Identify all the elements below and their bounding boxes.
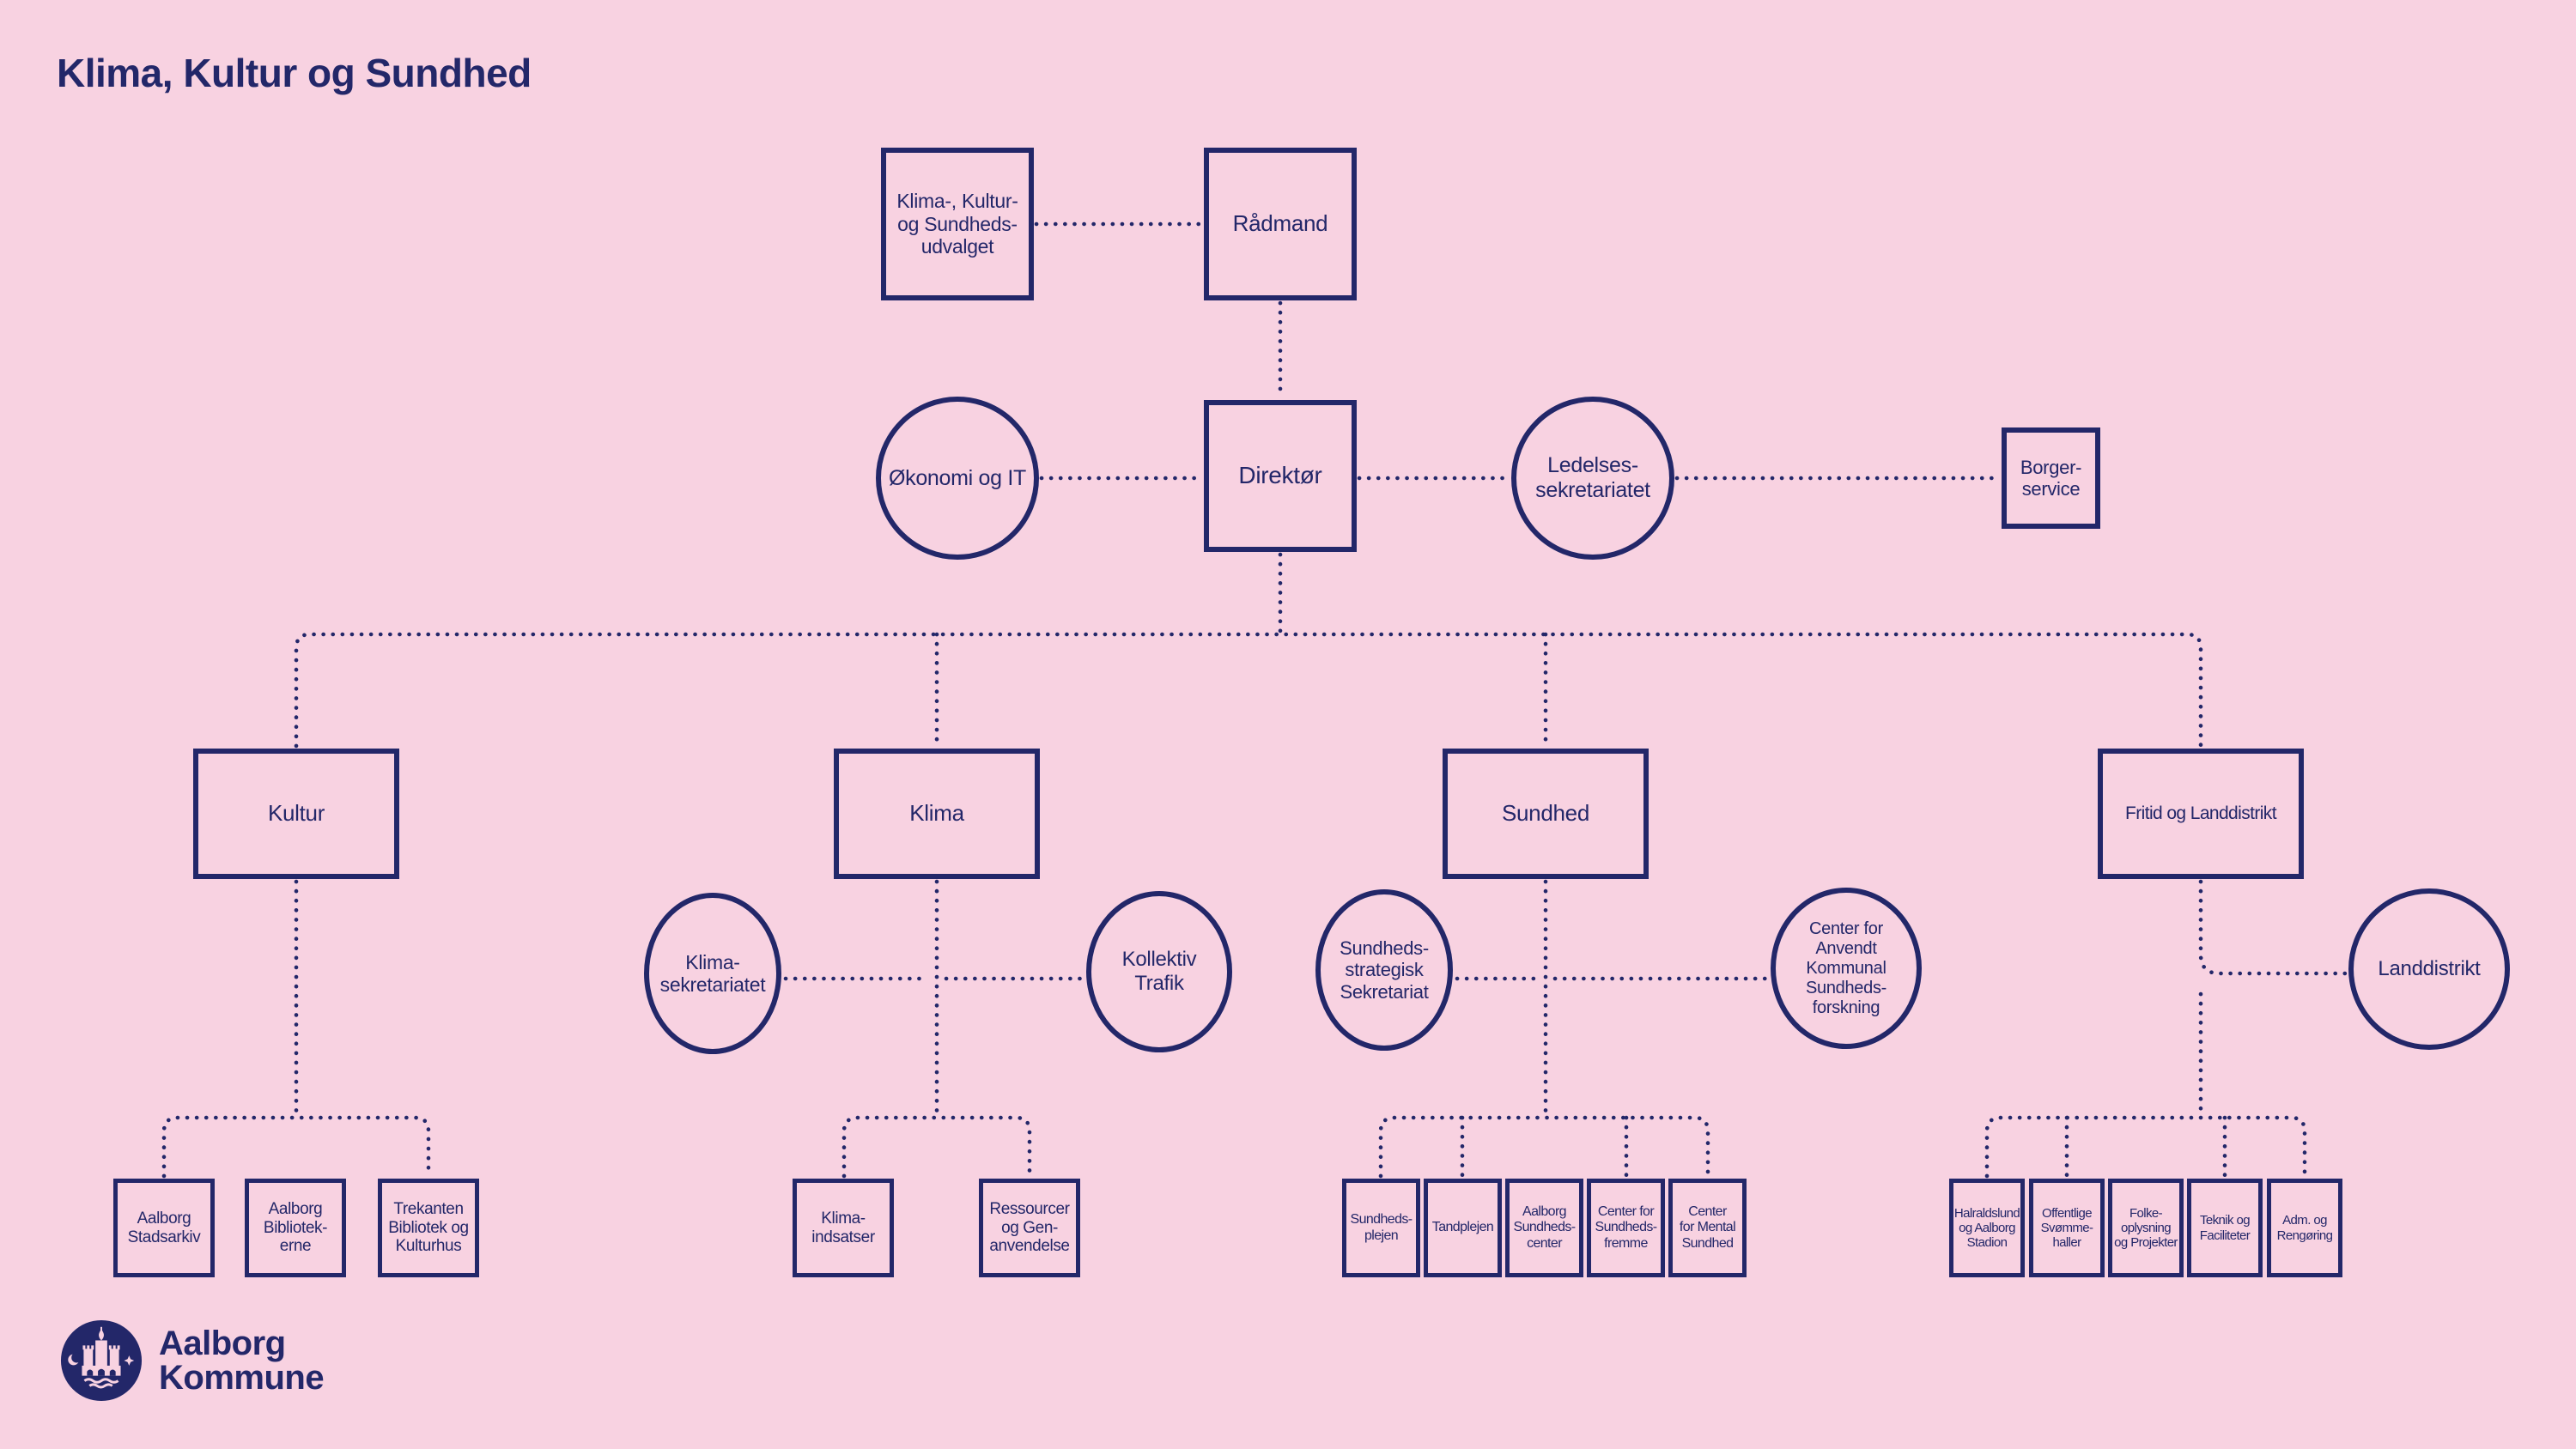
org-node-aalborg-bibliotekerne: Aalborg Bibliotek- erne [245,1179,346,1277]
org-node-sundhedsstrategisk-sekretariat: Sundheds- strategisk Sekretariat [1315,889,1453,1051]
org-node-committee: Klima-, Kultur- og Sundheds- udvalget [881,148,1034,300]
org-node-center-for-sundhedsfremme: Center for Sundheds- fremme [1587,1179,1665,1277]
org-node-aalborg-stadsarkiv: Aalborg Stadsarkiv [113,1179,215,1277]
org-node-klima: Klima [834,749,1040,879]
org-node-kollektiv-trafik: Kollektiv Trafik [1086,891,1232,1052]
connector-fritid-branch [1984,1115,2307,1179]
org-node-sundhedsplejen: Sundheds- plejen [1342,1179,1420,1277]
org-node-direktor: Direktør [1204,400,1357,552]
org-node-radmand: Rådmand [1204,148,1357,300]
org-node-borgerservice: Borger- service [2002,427,2100,529]
org-node-folkeoplysning-og-projekter: Folke- oplysning og Projekter [2108,1179,2184,1277]
org-node-halraldslund-og-aalborg-stadion: Halraldslund og Aalborg Stadion [1949,1179,2025,1277]
org-node-klimasekretariatet: Klima- sekretariatet [644,893,781,1054]
aalborg-kommune-logo: Aalborg Kommune [59,1319,325,1403]
aalborg-kommune-logo-text: Aalborg Kommune [159,1325,325,1397]
aalborg-kommune-crest-icon [60,1319,143,1402]
org-node-ledelsessekretariatet: Ledelses- sekretariatet [1511,397,1674,560]
org-node-aalborg-sundhedscenter: Aalborg Sundheds- center [1505,1179,1583,1277]
org-node-klimaindsatser: Klima- indsatser [793,1179,894,1277]
org-node-okonomi-it: Økonomi og IT [876,397,1039,560]
org-node-landdistrikt: Landdistrikt [2348,888,2510,1050]
page-title: Klima, Kultur og Sundhed [57,51,532,95]
org-node-teknik-og-faciliteter: Teknik og Faciliteter [2187,1179,2263,1277]
org-node-adm-og-rengoring: Adm. og Rengøring [2267,1179,2342,1277]
connector-kultur-branch [161,1115,431,1179]
connector-klima-branch [841,1115,1032,1179]
org-node-fritid-og-landdistrikt: Fritid og Landdistrikt [2098,749,2304,879]
connector-distribution-line [294,632,2203,749]
org-node-tandplejen: Tandplejen [1424,1179,1502,1277]
org-node-offentlige-svommehaller: Offentlige Svømme- haller [2029,1179,2105,1277]
org-node-center-for-mental-sundhed: Center for Mental Sundhed [1668,1179,1747,1277]
org-node-sundhed: Sundhed [1443,749,1649,879]
org-node-center-anvendt-kommunal-sundhedsforskning: Center for Anvendt Kommunal Sundheds- fo… [1771,888,1922,1049]
connector-sundhed-branch [1378,1115,1710,1179]
org-node-trekanten-bibliotek-og-kulturhus: Trekanten Bibliotek og Kulturhus [378,1179,479,1277]
org-node-kultur: Kultur [193,749,399,879]
org-node-ressourcer-og-genanvendelse: Ressourcer og Gen- anvendelse [979,1179,1080,1277]
connector-landdistrikt-elbow [2198,879,2348,976]
